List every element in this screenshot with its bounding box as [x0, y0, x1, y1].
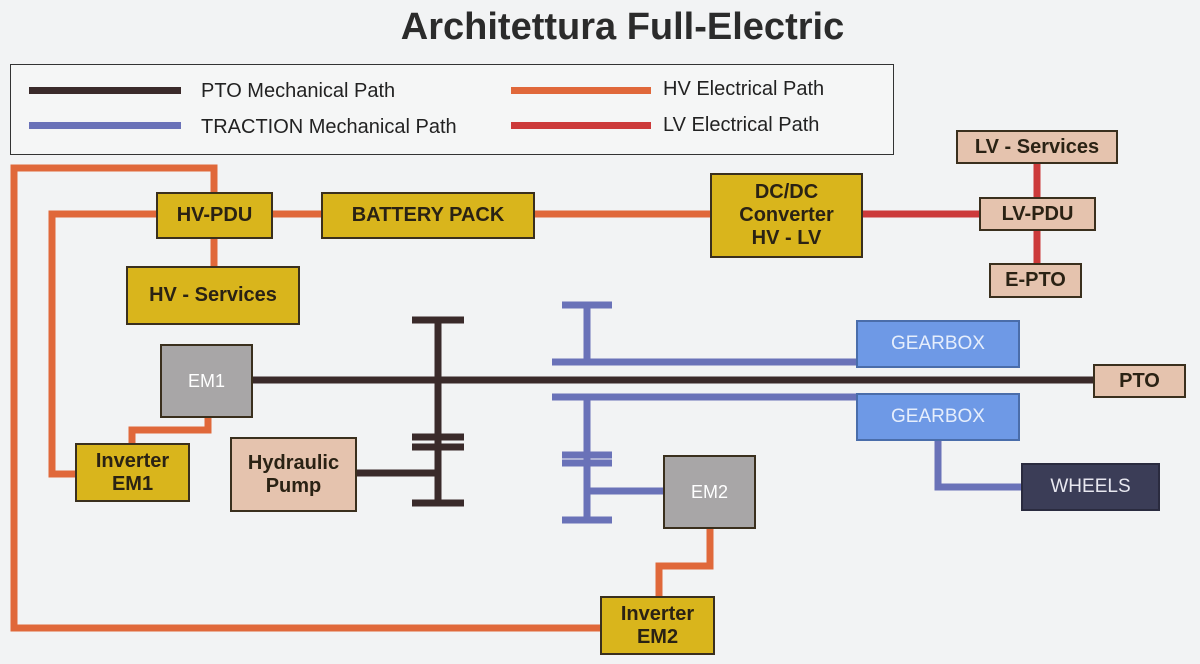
e-pto-box: E-PTO [989, 263, 1082, 298]
hv-line-pdu-outer-loop [10, 164, 600, 632]
legend-line-traction [29, 122, 181, 129]
em2-box: EM2 [663, 455, 756, 529]
traction-line-gearbox-wheels [934, 440, 1022, 491]
gearbox-top-box: GEARBOX [856, 320, 1020, 368]
lv-services-box: LV - Services [956, 130, 1118, 164]
legend-line-pto [29, 87, 181, 94]
hv-line-inverter-em1-em1 [128, 417, 212, 444]
gearbox-bottom-box: GEARBOX [856, 393, 1020, 441]
legend-label-pto: PTO Mechanical Path [201, 80, 396, 102]
hv-services-box: HV - Services [126, 266, 300, 325]
wheels-box: WHEELS [1021, 463, 1160, 511]
hv-pdu-box: HV-PDU [156, 192, 273, 239]
hv-line-pdu-inverter-em1 [48, 210, 157, 478]
lv-pdu-box: LV-PDU [979, 197, 1096, 231]
legend-label-hv: HV Electrical Path [663, 78, 825, 100]
pto-box: PTO [1093, 364, 1186, 398]
inverter-em2-box: Inverter EM2 [600, 596, 715, 655]
legend: PTO Mechanical Path TRACTION Mechanical … [10, 64, 894, 155]
dcdc-converter-box: DC/DC Converter HV - LV [710, 173, 863, 258]
hv-line-em2-inverter-em2 [655, 528, 714, 597]
legend-line-lv [511, 122, 651, 129]
legend-line-hv [511, 87, 651, 94]
battery-pack-box: BATTERY PACK [321, 192, 535, 239]
hydraulic-pump-box: Hydraulic Pump [230, 437, 357, 512]
inverter-em1-box: Inverter EM1 [75, 443, 190, 502]
em1-box: EM1 [160, 344, 253, 418]
legend-label-traction: TRACTION Mechanical Path [201, 116, 457, 138]
page-title: Architettura Full-Electric [400, 6, 845, 48]
legend-label-lv: LV Electrical Path [663, 114, 820, 136]
